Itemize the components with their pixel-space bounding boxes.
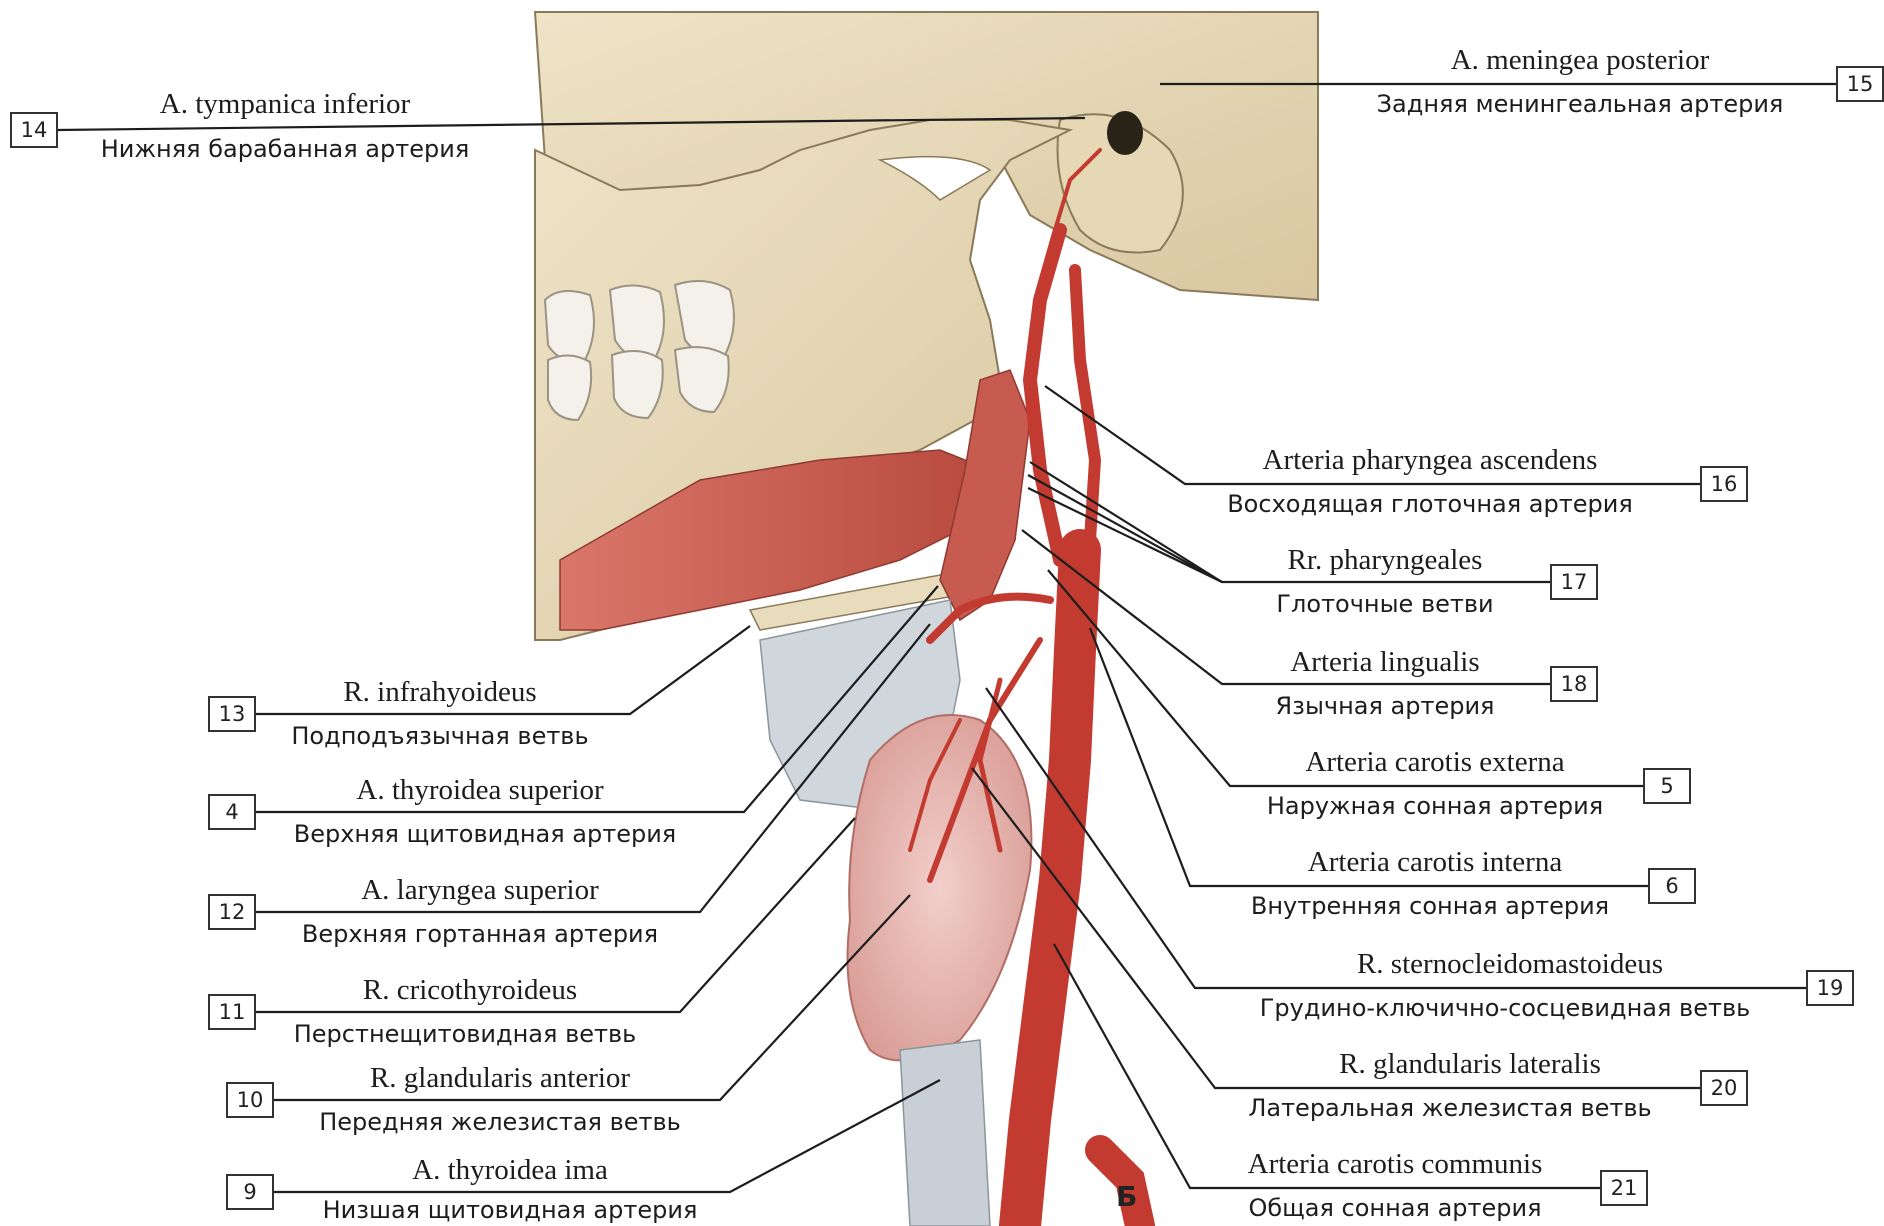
label-latin-16: Arteria pharyngea ascendens [1220, 446, 1640, 475]
label-number-17: 17 [1550, 564, 1598, 600]
label-number-11: 11 [208, 994, 256, 1030]
label-number-5: 5 [1643, 768, 1691, 804]
label-number-9: 9 [226, 1174, 274, 1210]
label-latin-15: A. meningea posterior [1380, 46, 1780, 75]
label-russian-15: Задняя менингеальная артерия [1350, 92, 1810, 116]
label-russian-5: Наружная сонная артерия [1240, 794, 1630, 818]
label-latin-4: A. thyroidea superior [300, 776, 660, 805]
label-number-21: 21 [1600, 1170, 1648, 1206]
leader-12 [256, 624, 930, 912]
label-latin-10: R. glandularis anterior [320, 1064, 680, 1093]
label-number-10: 10 [226, 1082, 274, 1118]
label-russian-21: Общая сонная артерия [1200, 1196, 1590, 1220]
label-russian-18: Язычная артерия [1230, 694, 1540, 718]
label-number-4: 4 [208, 794, 256, 830]
label-number-14: 14 [10, 112, 58, 148]
panel-letter: Б [1116, 1180, 1137, 1213]
label-russian-19: Грудино-ключично-сосцевидная ветвь [1220, 996, 1790, 1020]
label-latin-12: A. laryngea superior [300, 876, 660, 905]
label-latin-13: R. infrahyoideus [290, 678, 590, 707]
label-latin-20: R. glandularis lateralis [1270, 1050, 1670, 1079]
label-russian-16: Восходящая глоточная артерия [1200, 492, 1660, 516]
label-latin-9: A. thyroidea ima [340, 1156, 680, 1185]
label-russian-12: Верхняя гортанная артерия [270, 922, 690, 946]
label-latin-11: R. cricothyroideus [300, 976, 640, 1005]
label-number-20: 20 [1700, 1070, 1748, 1106]
leader-17a [1030, 462, 1222, 582]
label-number-15: 15 [1836, 66, 1884, 102]
label-number-18: 18 [1550, 666, 1598, 702]
label-number-13: 13 [208, 696, 256, 732]
label-latin-18: Arteria lingualis [1230, 648, 1540, 677]
label-latin-21: Arteria carotis communis [1200, 1150, 1590, 1179]
label-russian-9: Низшая щитовидная артерия [290, 1198, 730, 1222]
label-latin-19: R. sternocleidomastoideus [1290, 950, 1730, 979]
label-number-6: 6 [1648, 868, 1696, 904]
label-russian-14: Нижняя барабанная артерия [80, 137, 490, 161]
label-latin-5: Arteria carotis externa [1240, 748, 1630, 777]
label-latin-6: Arteria carotis interna [1240, 848, 1630, 877]
label-russian-6: Внутренняя сонная артерия [1220, 894, 1640, 918]
leader-19 [986, 688, 1806, 988]
label-latin-14: A. tympanica inferior [135, 90, 435, 119]
leader-17b [1028, 475, 1222, 582]
label-number-16: 16 [1700, 466, 1748, 502]
label-russian-17: Глоточные ветви [1230, 592, 1540, 616]
label-number-19: 19 [1806, 970, 1854, 1006]
label-russian-11: Перстнещитовидная ветвь [270, 1022, 660, 1046]
label-russian-10: Передняя железистая ветвь [290, 1110, 710, 1134]
label-russian-4: Верхняя щитовидная артерия [270, 822, 700, 846]
label-number-12: 12 [208, 894, 256, 930]
label-latin-17: Rr. pharyngeales [1230, 546, 1540, 575]
label-russian-20: Латеральная железистая ветвь [1220, 1096, 1680, 1120]
label-russian-13: Подподъязычная ветвь [260, 724, 620, 748]
